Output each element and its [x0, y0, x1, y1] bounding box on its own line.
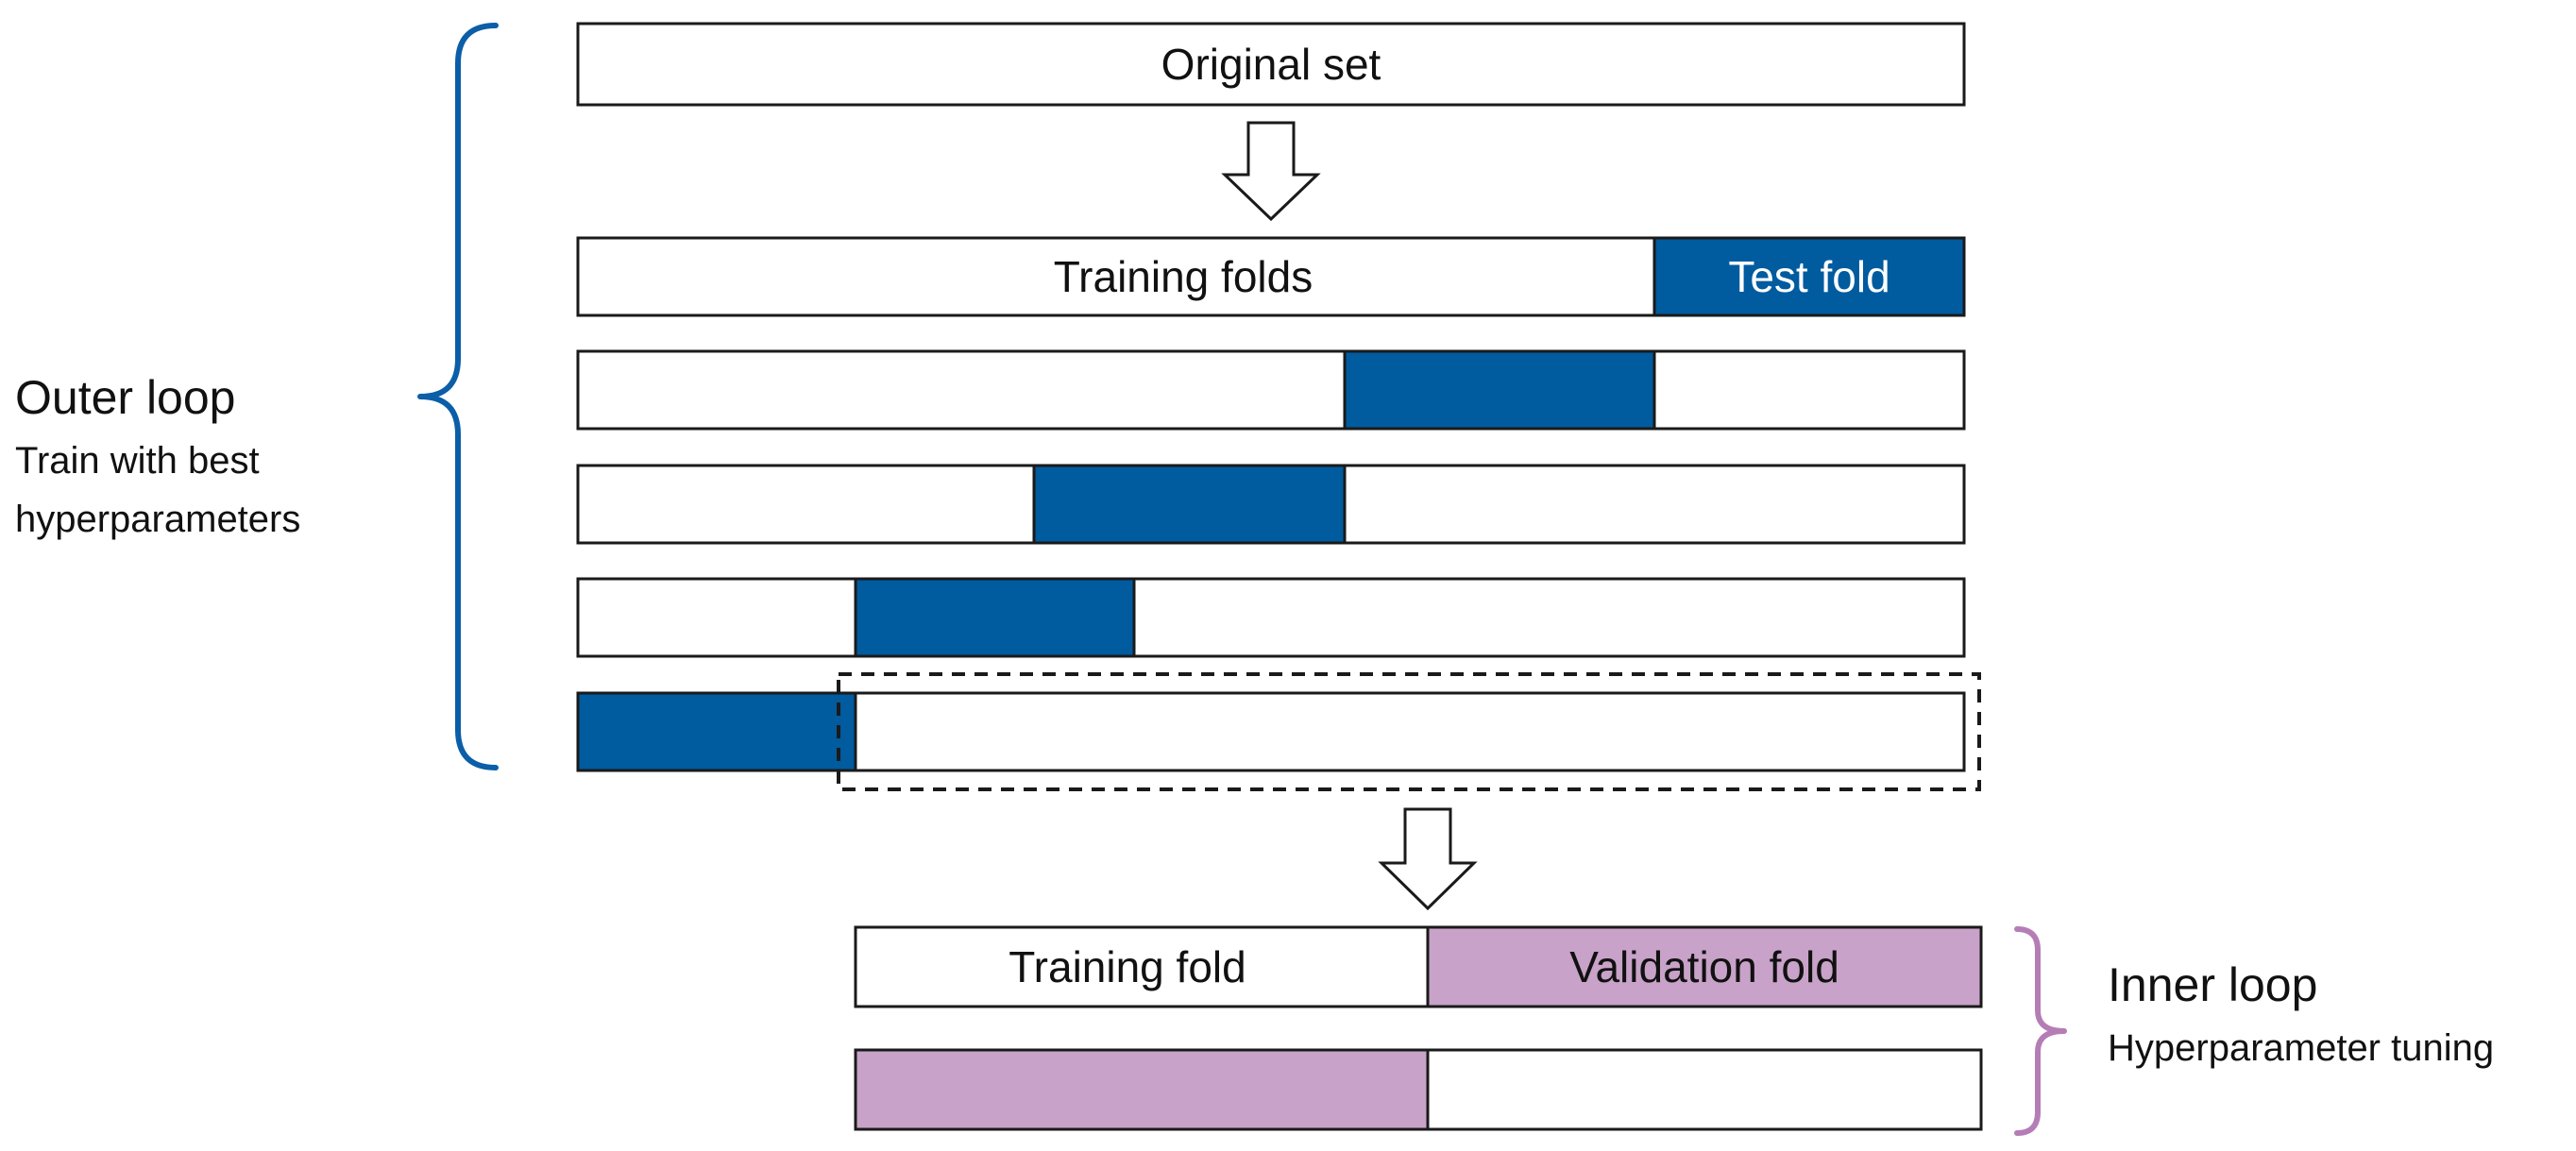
inner-loop-description: Hyperparameter tuning	[2108, 1027, 2494, 1069]
validation-fold-segment-1	[1426, 925, 1983, 1008]
outer-loop-title: Outer loop	[15, 371, 235, 424]
test-fold-label: Test fold	[1728, 252, 1890, 301]
outer-fold-row-2	[576, 349, 1966, 431]
test-fold-segment-1	[1652, 236, 1966, 317]
training-fold-label: Training fold	[1008, 942, 1246, 991]
inner-split-selection-box	[837, 672, 1981, 791]
validation-fold-label: Validation fold	[1569, 942, 1839, 991]
outer-loop-brace	[417, 23, 499, 770]
training-folds-label: Training folds	[1054, 252, 1313, 301]
original-set-bar	[576, 22, 1966, 107]
validation-fold-segment-2	[854, 1048, 1430, 1131]
test-fold-segment-2	[1343, 349, 1656, 431]
inner-loop-title: Inner loop	[2108, 958, 2317, 1011]
test-fold-segment-3	[1032, 464, 1347, 545]
outer-loop-description-line2: hyperparameters	[15, 499, 300, 540]
down-arrow-icon	[1221, 121, 1321, 222]
outer-loop-description-line1: Train with best	[15, 440, 260, 482]
down-arrow-icon	[1378, 807, 1478, 911]
inner-loop-brace	[2014, 926, 2067, 1136]
outer-fold-row-4	[576, 577, 1966, 658]
test-fold-segment-4	[854, 577, 1136, 658]
original-set-label: Original set	[1161, 40, 1381, 89]
test-fold-segment-5	[576, 691, 857, 772]
